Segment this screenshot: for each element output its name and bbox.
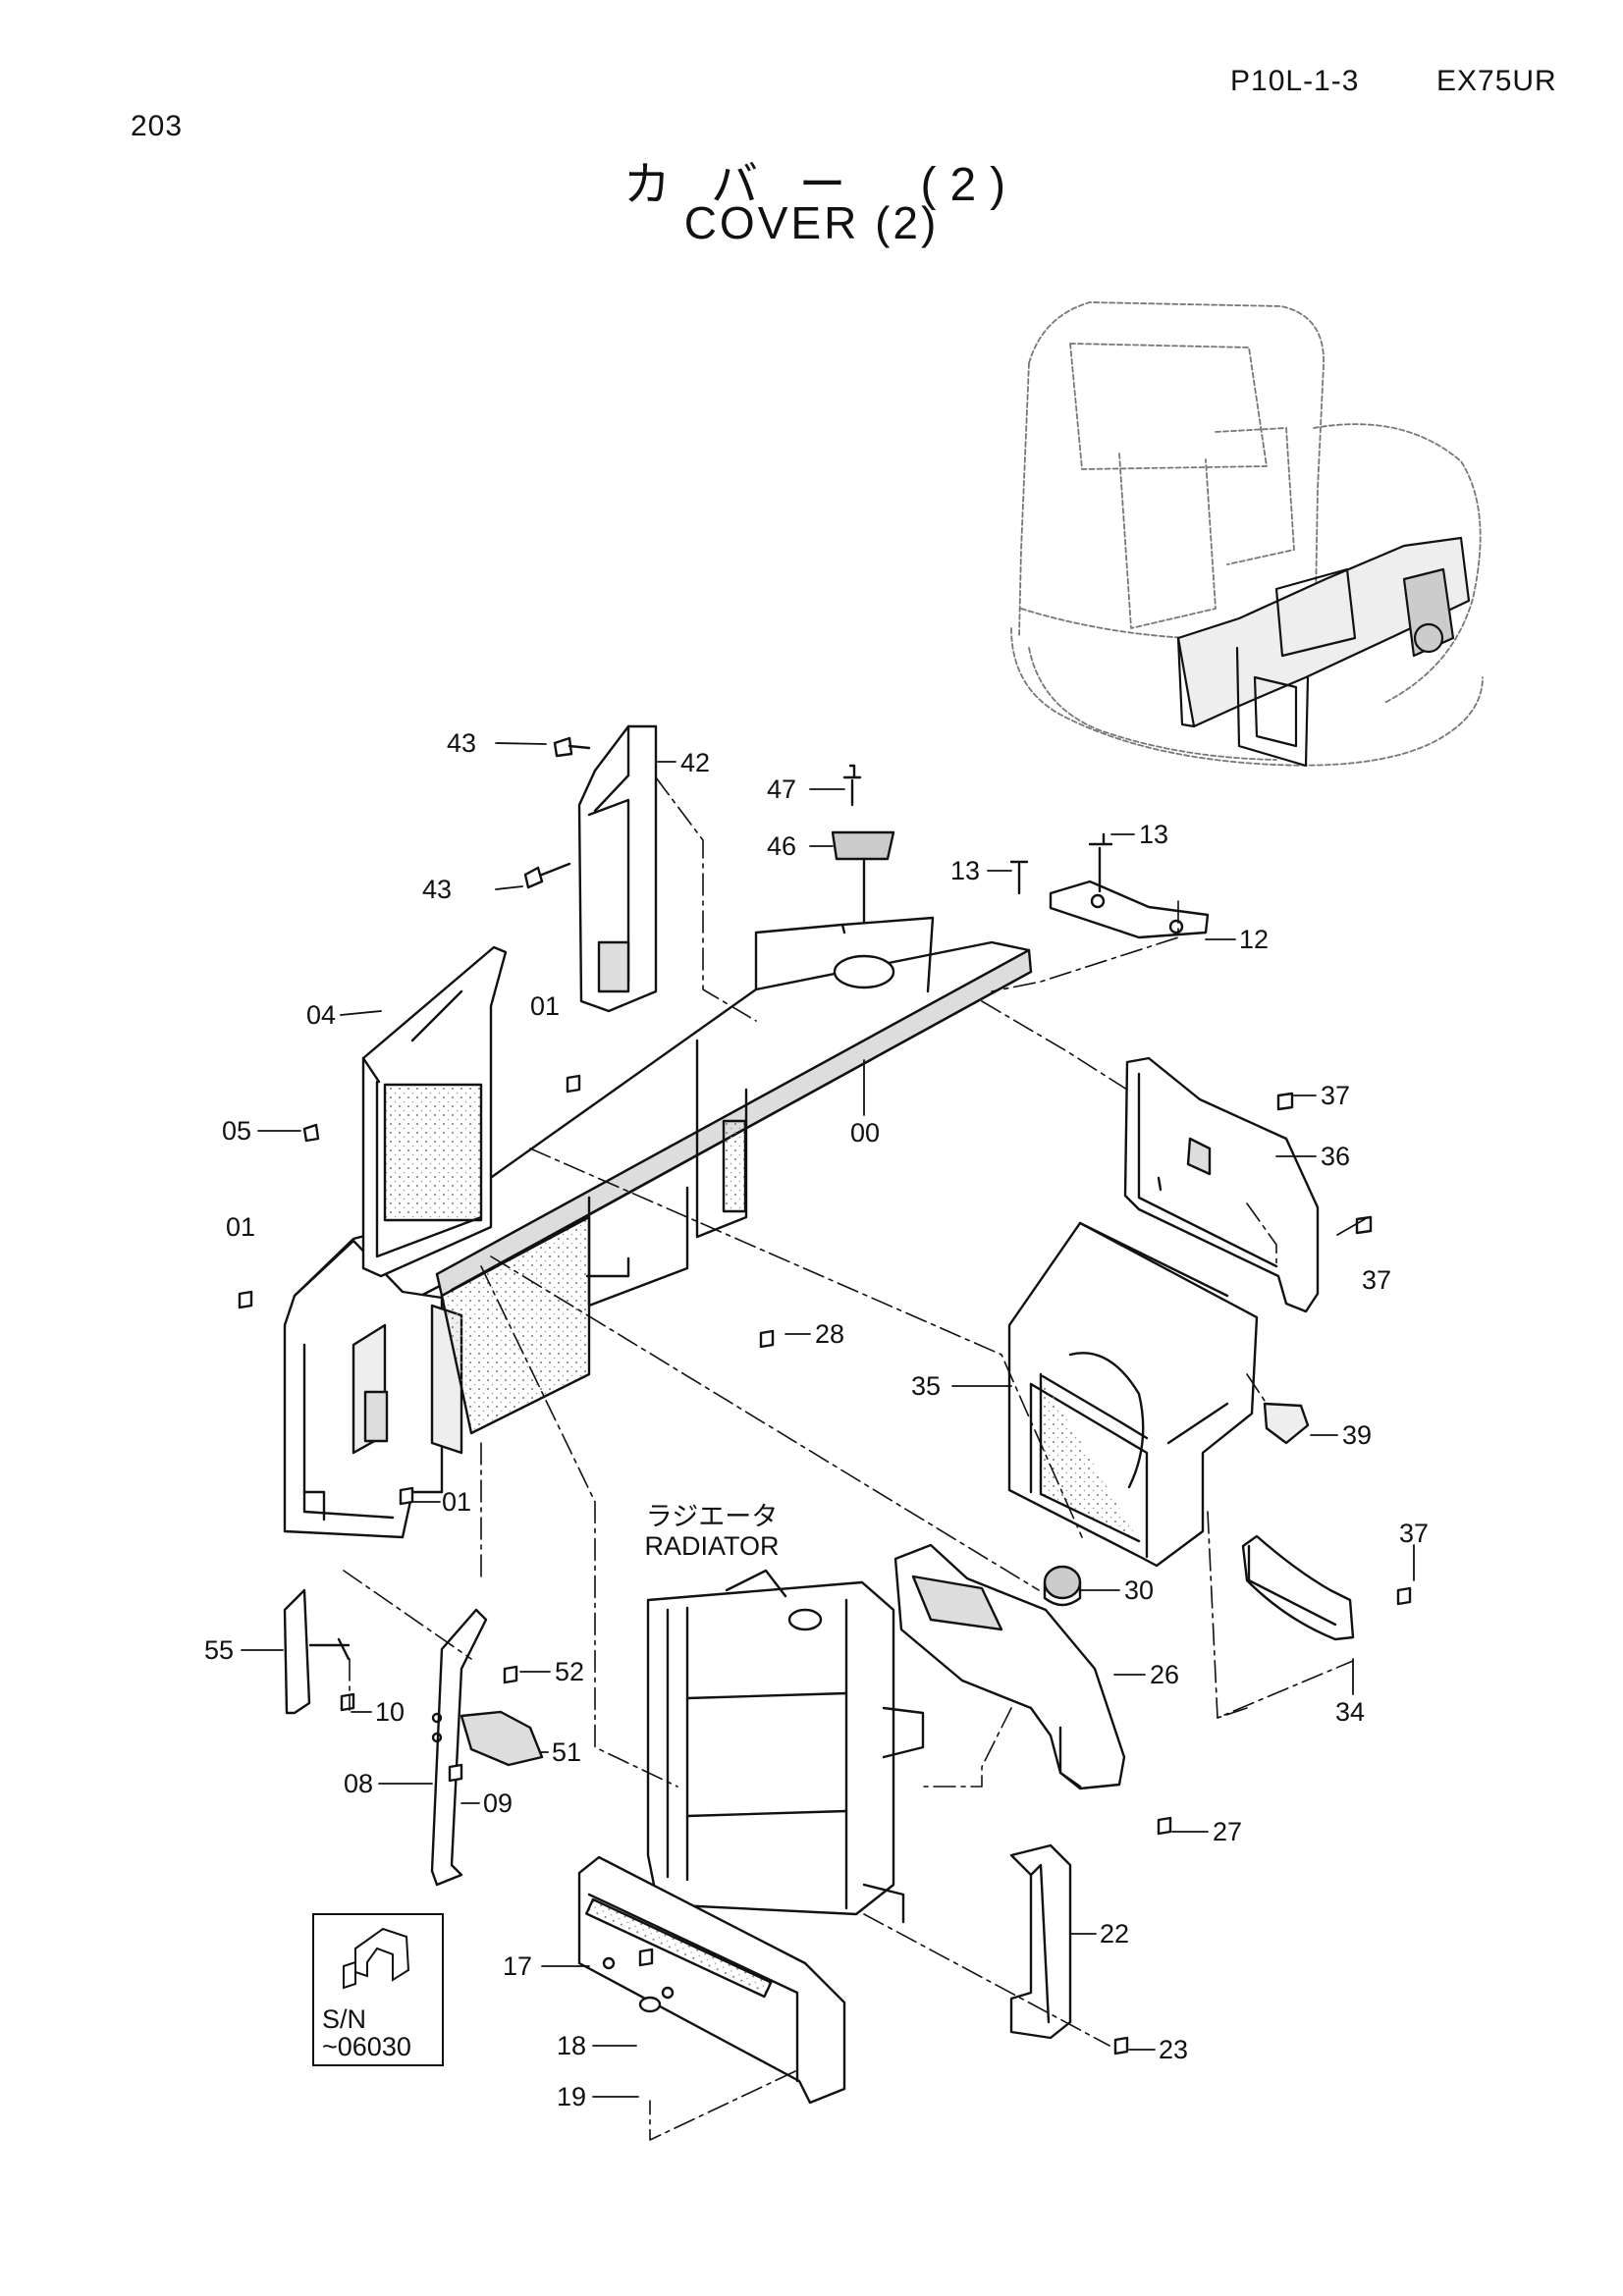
callout-19: 19 [557,2082,587,2111]
callout-23: 23 [1159,2035,1189,2064]
callout-43: 43 [447,728,477,758]
part-04-panel [361,945,508,1278]
part-46-47-mount [831,764,895,925]
callout-51: 51 [552,1737,582,1767]
callout-01: 01 [442,1487,472,1517]
part-12-bracket [1009,832,1210,939]
leader-lines [241,742,1415,2098]
callout-34: 34 [1335,1697,1366,1727]
inset-bracket-icon [343,1927,410,1990]
part-08-bracket [430,1608,544,1887]
excavator-highlight-cover [1176,536,1471,768]
callout-37: 37 [1399,1519,1430,1548]
callout-47: 47 [767,774,797,804]
callout-52: 52 [555,1657,585,1686]
callout-39: 39 [1342,1420,1373,1450]
part-55-plate [283,1588,351,1715]
part-30-mount [1043,1565,1082,1607]
callout-22: 22 [1100,1919,1130,1949]
callout-55: 55 [204,1635,235,1665]
radiator-caption: ラジエータ RADIATOR [628,1502,795,1561]
serial-number-label: S/N [322,2004,367,2034]
page-number: 203 [131,110,184,142]
callout-27: 27 [1213,1817,1243,1846]
left-side-plate [283,1239,463,1539]
part-42-bracket [577,724,658,1013]
callout-09: 09 [483,1789,514,1818]
callout-13: 13 [1139,820,1169,849]
bolt-icons [238,736,1412,2056]
callout-01: 01 [226,1212,256,1242]
part-code: P10L-1-3 [1230,65,1360,97]
callout-00: 00 [850,1118,881,1148]
callout-17: 17 [503,1951,533,1981]
part-36-cover [1123,1056,1320,1313]
callout-35: 35 [911,1371,942,1401]
callout-01: 01 [530,991,561,1021]
callout-04: 04 [306,1000,337,1030]
page-title-japanese: カ バ ー (2) [622,159,1020,211]
part-26-guide [893,1543,1126,1790]
callout-30: 30 [1124,1575,1155,1605]
mesh-panel [440,1215,591,1435]
serial-number-inset: S/N ~06030 [312,1913,444,2066]
callout-13: 13 [950,856,981,885]
callout-10: 10 [375,1697,406,1727]
part-39-clip [1263,1402,1310,1445]
callout-43: 43 [422,875,453,904]
callout-37: 37 [1362,1265,1392,1295]
part-34-bracket [1241,1534,1355,1641]
callout-18: 18 [557,2031,587,2060]
callout-36: 36 [1321,1142,1351,1171]
radiator-caption-english: RADIATOR [644,1531,780,1561]
part-22-seal [1009,1843,1072,2040]
callout-26: 26 [1150,1660,1180,1689]
assembly-lines [343,776,1354,2141]
model-code: EX75UR [1436,65,1557,97]
callout-28: 28 [815,1319,845,1349]
radiator-caption-japanese: ラジエータ [645,1502,779,1531]
radiator-assembly [646,1569,925,1924]
callout-37: 37 [1321,1081,1351,1110]
callout-42: 42 [680,748,711,777]
callout-12: 12 [1239,925,1270,954]
serial-number-range: ~06030 [322,2032,411,2061]
callout-46: 46 [767,831,797,861]
part-35-shroud [1007,1221,1259,1568]
callout-05: 05 [222,1116,252,1146]
callout-08: 08 [344,1769,374,1798]
page-title-english: COVER (2) [683,197,940,248]
